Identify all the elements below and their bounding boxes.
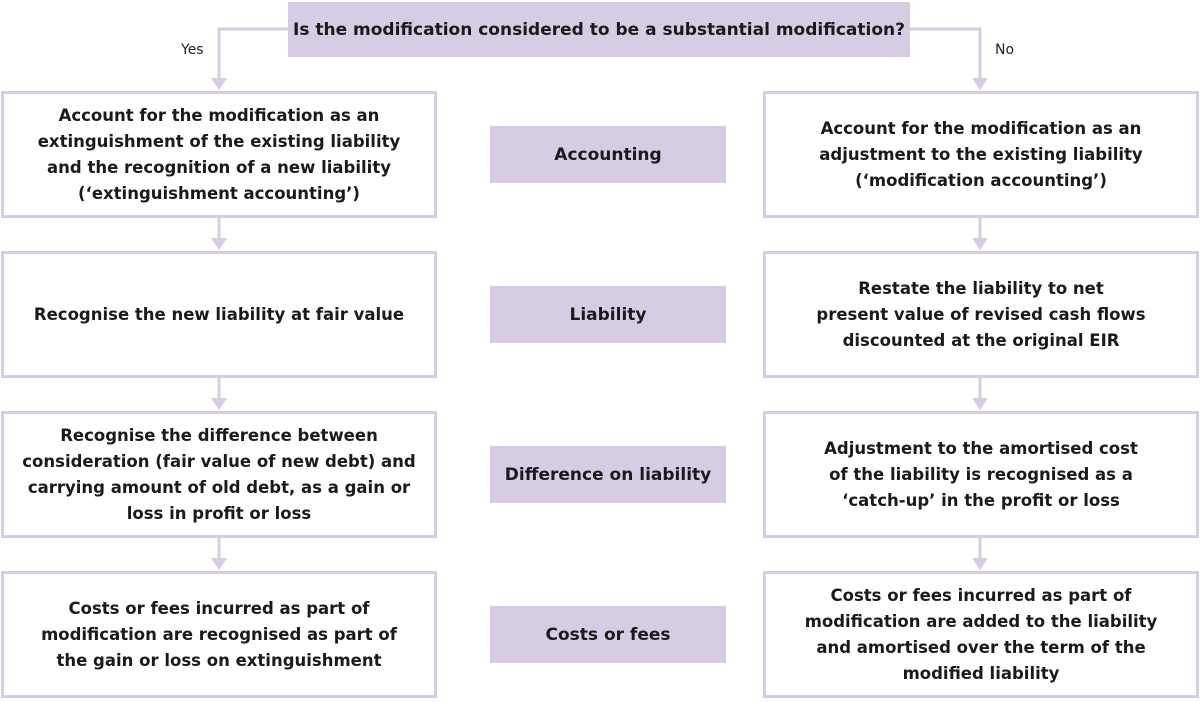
extinguishment-accounting-box: Account for the modification as an extin…	[1, 91, 437, 218]
catch-up-adjustment-box: Adjustment to the amortised cost of the …	[763, 411, 1199, 538]
modification-accounting-box: Account for the modification as an adjus…	[763, 91, 1199, 218]
left-arrow-3	[211, 558, 227, 570]
recognise-difference-box: Recognise the difference between conside…	[1, 411, 437, 538]
no-connector	[910, 27, 982, 80]
left-arrow-1	[211, 238, 227, 250]
yes-arrow	[211, 78, 227, 90]
yes-connector	[217, 27, 288, 80]
decision-question: Is the modification considered to be a s…	[288, 2, 910, 57]
right-arrow-1	[972, 238, 988, 250]
new-liability-fair-value-box: Recognise the new liability at fair valu…	[1, 251, 437, 378]
row-label-accounting: Accounting	[490, 126, 726, 183]
right-arrow-3	[972, 558, 988, 570]
no-arrow	[972, 78, 988, 90]
costs-added-to-liability-box: Costs or fees incurred as part of modifi…	[763, 571, 1199, 698]
row-label-liability: Liability	[490, 286, 726, 343]
costs-gain-loss-box: Costs or fees incurred as part of modifi…	[1, 571, 437, 698]
row-label-costs: Costs or fees	[490, 606, 726, 663]
left-arrow-2	[211, 398, 227, 410]
right-arrow-2	[972, 398, 988, 410]
restate-liability-box: Restate the liability to net present val…	[763, 251, 1199, 378]
no-branch-label: No	[995, 42, 1015, 58]
yes-branch-label: Yes	[181, 42, 204, 58]
row-label-difference: Difference on liability	[490, 446, 726, 503]
